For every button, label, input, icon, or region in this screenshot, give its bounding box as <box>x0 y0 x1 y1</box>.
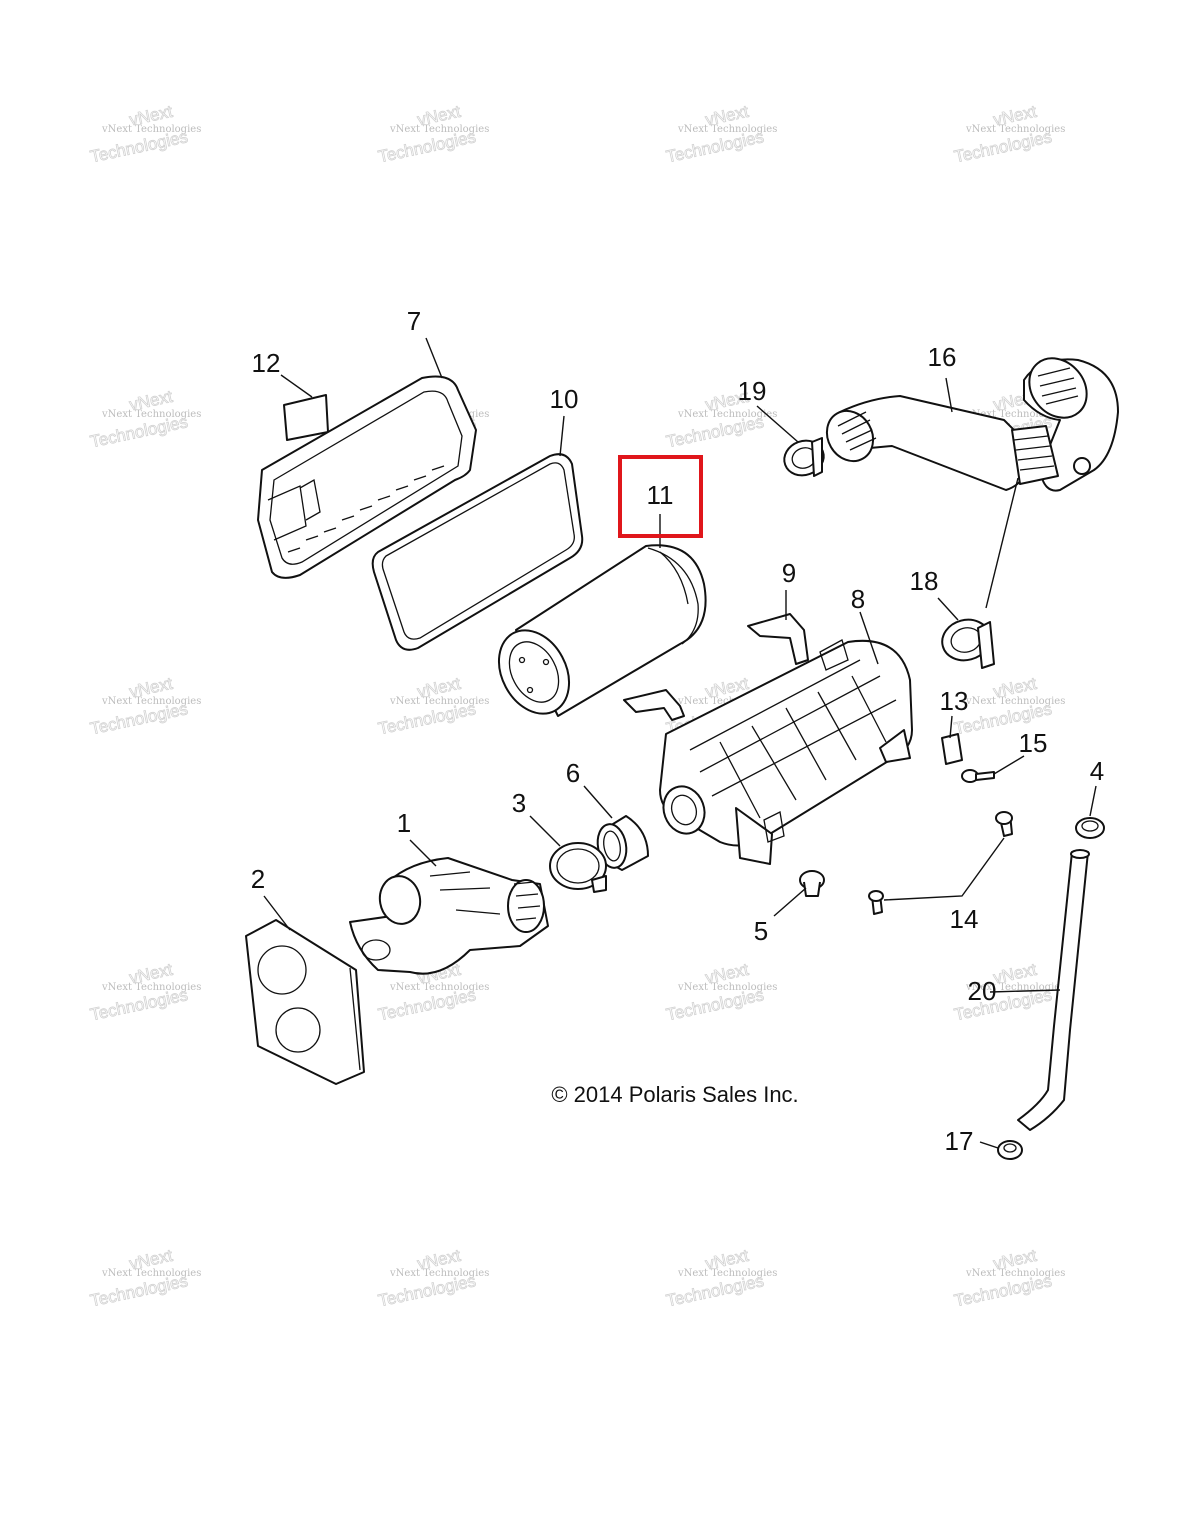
callout-5[interactable]: 5 <box>754 916 768 946</box>
part-9-strap-clip[interactable] <box>623 613 809 721</box>
part-7-airbox-cover[interactable] <box>257 375 477 579</box>
part-14-bolt[interactable] <box>868 811 1013 915</box>
watermark-text: vNext Technologies <box>101 982 201 993</box>
part-17-clamp[interactable] <box>997 1140 1023 1160</box>
callout-labels: 1 2 3 4 5 6 7 8 9 10 11 12 13 14 15 16 1… <box>251 306 1104 1156</box>
callout-14[interactable]: 14 <box>950 904 979 934</box>
watermark-text: vNext Technologies <box>101 1268 201 1279</box>
watermark-text: vNext Technologies <box>389 124 489 135</box>
copyright-text: © 2014 Polaris Sales Inc. <box>551 1082 798 1107</box>
callout-1[interactable]: 1 <box>397 808 411 838</box>
part-11-filter-element[interactable] <box>485 544 707 726</box>
watermark-text: vNext Technologies <box>965 409 1065 420</box>
watermark-text: vNext Technologies <box>965 124 1065 135</box>
watermark-text: vNext Technologies <box>965 1268 1065 1279</box>
callout-20[interactable]: 20 <box>968 976 997 1006</box>
part-4-clamp[interactable] <box>1075 817 1105 839</box>
callout-9[interactable]: 9 <box>782 558 796 588</box>
part-1-intake-tube[interactable] <box>349 857 549 975</box>
callout-8[interactable]: 8 <box>851 584 865 614</box>
watermark-text: vNext Technologies <box>101 696 201 707</box>
watermark-layer: vNext Technologies Technologies vNext vN… <box>88 101 1065 1310</box>
callout-3[interactable]: 3 <box>512 788 526 818</box>
part-20-drain-tube[interactable] <box>1017 849 1090 1131</box>
part-8-airbox-body[interactable] <box>657 639 913 865</box>
watermark-text: vNext Technologies <box>677 124 777 135</box>
watermark-text: vNext Technologies <box>101 124 201 135</box>
callout-4[interactable]: 4 <box>1090 756 1104 786</box>
callout-18[interactable]: 18 <box>910 566 939 596</box>
highlight-box <box>618 455 703 538</box>
callout-19[interactable]: 19 <box>738 376 767 406</box>
callout-2[interactable]: 2 <box>251 864 265 894</box>
part-18-clamp[interactable] <box>938 614 995 669</box>
callout-10[interactable]: 10 <box>550 384 579 414</box>
part-5-grommet[interactable] <box>799 870 825 897</box>
callout-11[interactable]: 11 <box>647 480 674 510</box>
watermark-text: vNext Technologies <box>677 1268 777 1279</box>
watermark-text: vNext Technologies <box>677 409 777 420</box>
watermark-text: vNext Technologies <box>389 696 489 707</box>
leader-lines <box>263 337 1097 1149</box>
watermark-text: vNext Technologies <box>965 982 1065 993</box>
part-10-gasket[interactable] <box>371 453 584 651</box>
watermark-text: vNext Technologies <box>677 982 777 993</box>
part-2-gasket-plate[interactable] <box>245 919 365 1085</box>
watermark-text: vNext Technologies <box>965 696 1065 707</box>
part-12-label[interactable] <box>283 394 329 441</box>
part-19-clamp[interactable] <box>779 435 828 481</box>
part-16-intake-duct[interactable] <box>818 347 1119 492</box>
watermark-text: vNext Technologies <box>677 696 777 707</box>
callout-16[interactable]: 16 <box>928 342 957 372</box>
watermark-text: vNext Technologies <box>389 982 489 993</box>
callout-7[interactable]: 7 <box>407 306 421 336</box>
part-13-clip-nut[interactable] <box>941 733 963 765</box>
callout-12[interactable]: 12 <box>252 348 281 378</box>
watermark-text: vNext Technologies <box>101 409 201 420</box>
callout-15[interactable]: 15 <box>1019 728 1048 758</box>
callout-13[interactable]: 13 <box>940 686 969 716</box>
callout-6[interactable]: 6 <box>566 758 580 788</box>
callout-17[interactable]: 17 <box>945 1126 974 1156</box>
watermark-text: vNext Technologies <box>389 1268 489 1279</box>
part-3-clamp[interactable] <box>549 842 607 893</box>
part-15-screw[interactable] <box>961 769 995 783</box>
